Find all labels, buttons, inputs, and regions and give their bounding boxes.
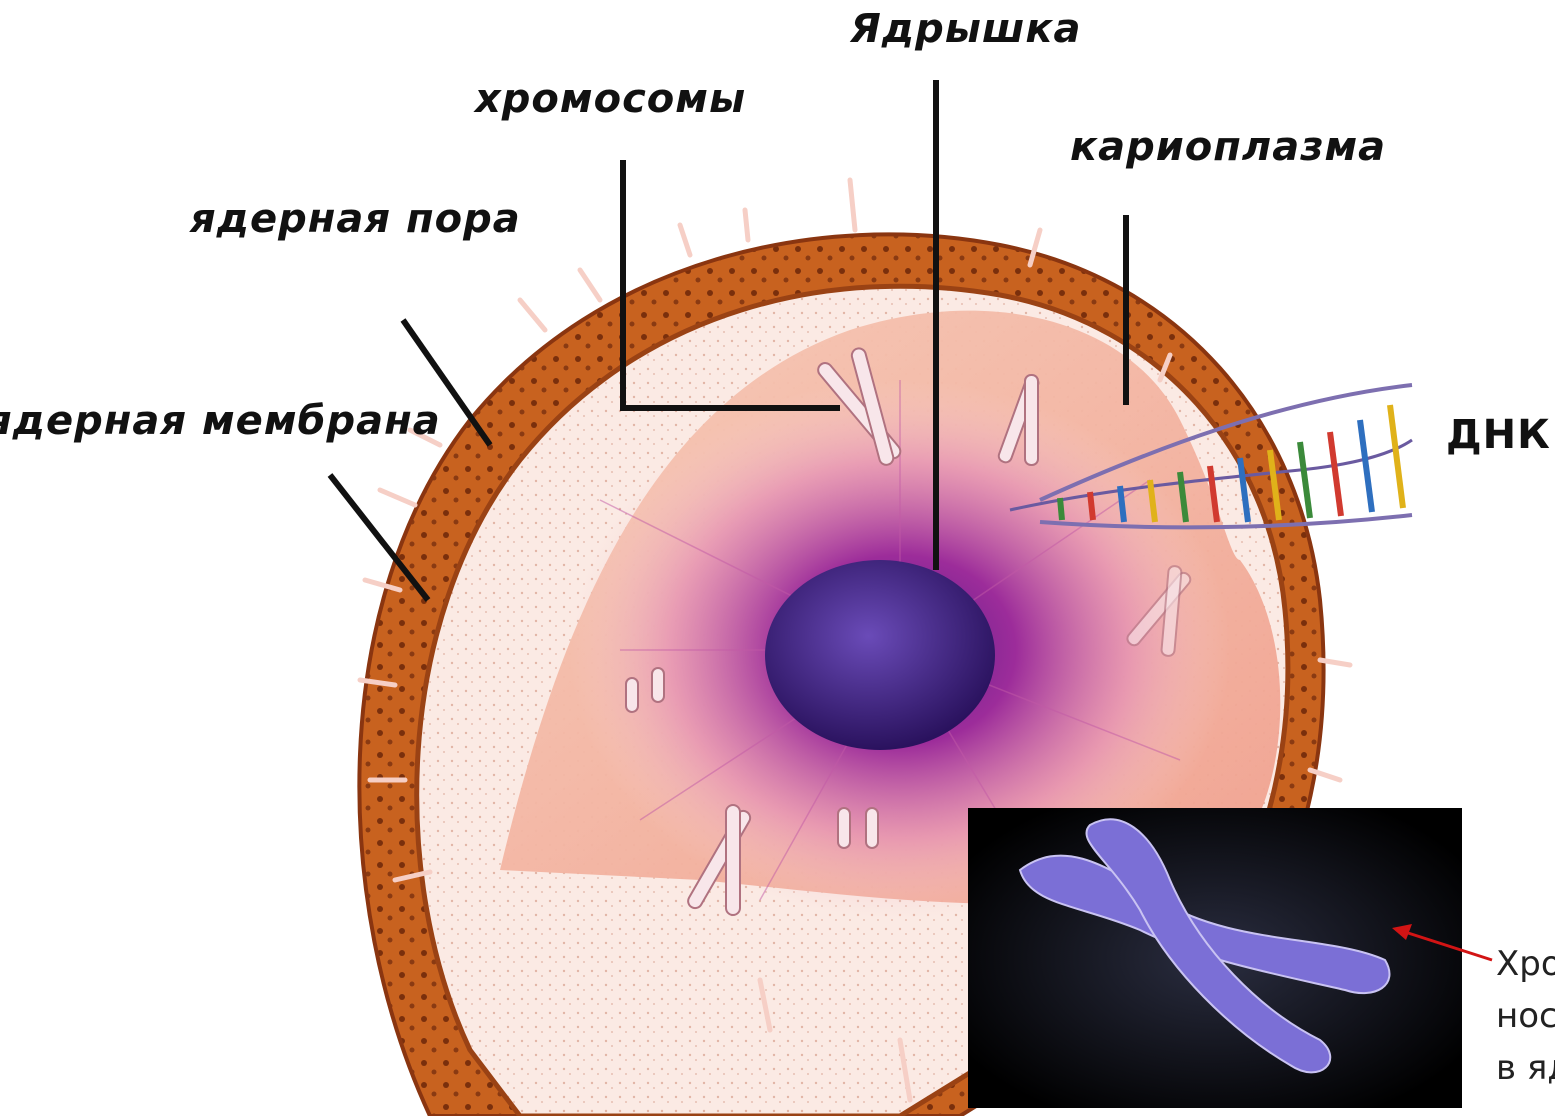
label-nuclear-membrane: ядерная мембрана xyxy=(0,398,441,444)
caption-line-1: Хро xyxy=(1496,944,1555,984)
inset-chromosome-photo xyxy=(968,808,1462,1108)
label-nucleolus: Ядрышка xyxy=(850,6,1082,52)
caption-line-2: нос xyxy=(1496,996,1555,1036)
label-karyoplasm: кариоплазма xyxy=(1070,124,1386,170)
label-chromosomes: хромосомы xyxy=(475,76,746,122)
caption-line-3: в яд xyxy=(1496,1048,1555,1088)
nucleolus-shape xyxy=(765,560,995,750)
label-dna: ДНК xyxy=(1446,412,1551,458)
label-nuclear-pore: ядерная пора xyxy=(190,196,521,242)
